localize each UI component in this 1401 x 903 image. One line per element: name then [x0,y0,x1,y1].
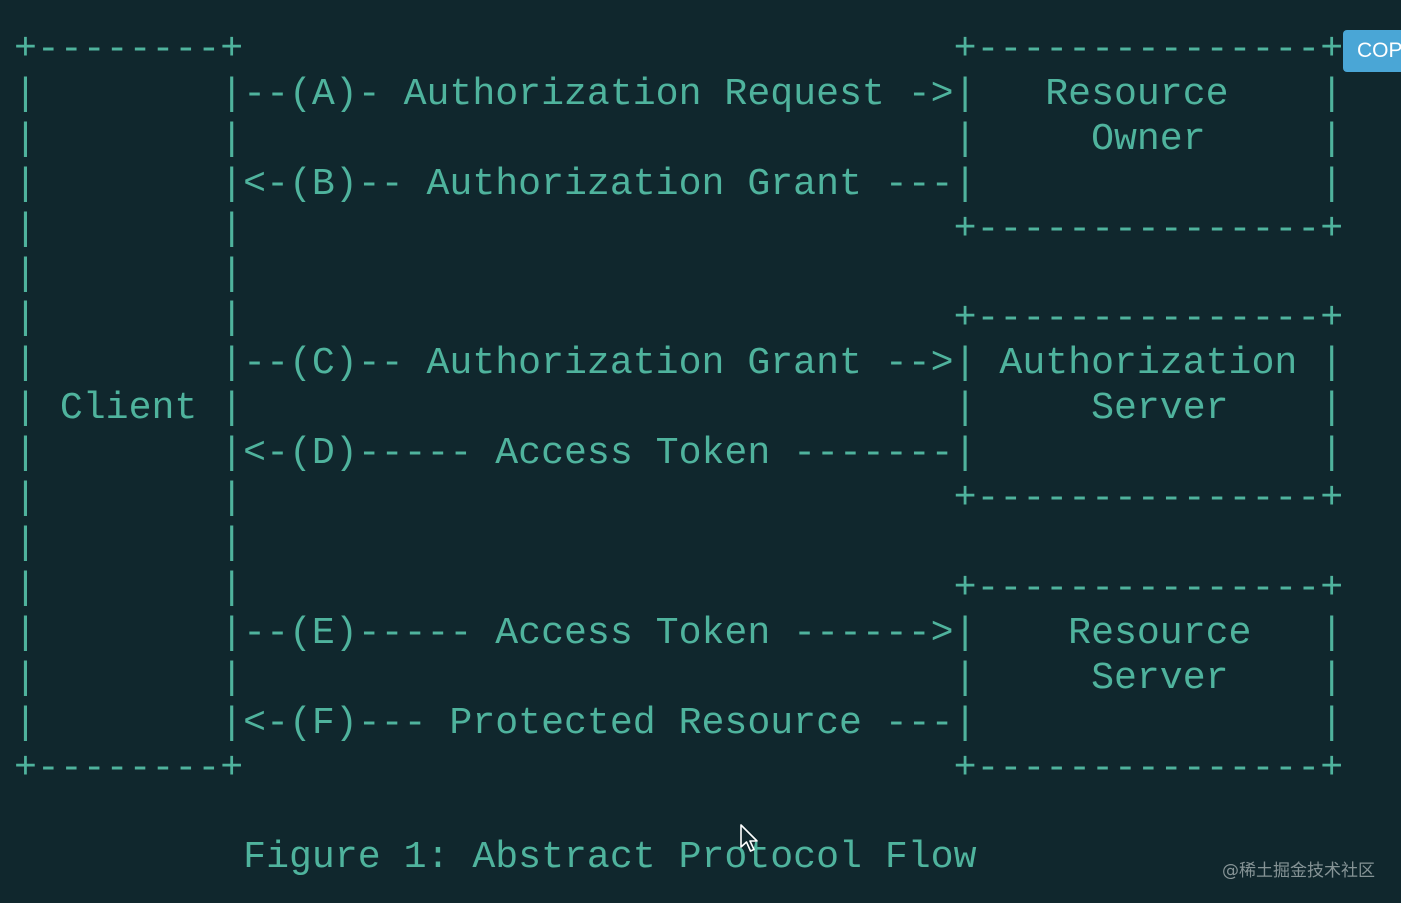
diagram-line: | |--(E)----- Access Token ------>| Reso… [14,611,1344,655]
diagram-line: | |<-(F)--- Protected Resource ---| | [14,701,1344,745]
copy-button[interactable]: COPY [1343,30,1401,72]
diagram-line: | | +---------------+ [14,207,1344,251]
watermark: @稀土掘金技术社区 [1222,861,1375,881]
diagram-line: +--------+ +---------------+ [14,28,1344,71]
diagram-line: | |<-(B)-- Authorization Grant ---| | [14,162,1344,206]
diagram-line: | | | Owner | [14,117,1344,161]
diagram-line: | | | Server | [14,656,1344,700]
diagram-line: | | [14,252,244,296]
diagram-line: | | +---------------+ [14,297,1344,341]
diagram-line: | | [14,521,244,565]
diagram-line: +--------+ +---------------+ [14,746,1344,790]
diagram-line: | |--(C)-- Authorization Grant -->| Auth… [14,342,1344,386]
diagram-line: | | +---------------+ [14,566,1344,610]
diagram-line: Figure 1: Abstract Protocol Flow [14,836,977,880]
diagram-line: | Client | | Server | [14,387,1344,431]
protocol-flow-diagram: +--------+ +---------------+ | |--(A)- A… [14,28,1343,881]
diagram-line: | |<-(D)----- Access Token -------| | [14,432,1344,476]
diagram-line: | |--(A)- Authorization Request ->| Reso… [14,72,1344,116]
diagram-line: | | +---------------+ [14,477,1344,521]
